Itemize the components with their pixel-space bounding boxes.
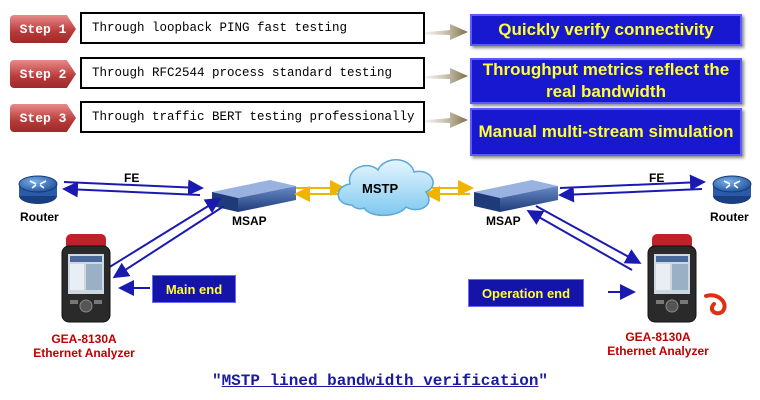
step-arrow-1 (405, 24, 468, 40)
fe-link-left (62, 179, 204, 198)
router-label-right: Router (710, 210, 749, 224)
step-arrow-3 (405, 112, 468, 128)
msap-label-left: MSAP (232, 214, 267, 228)
main-end-label: Main end (152, 275, 236, 303)
analyzer-right-label: GEA-8130A Ethernet Analyzer (600, 330, 716, 358)
benefit-box-2: Throughput metrics reflect the real band… (470, 58, 742, 104)
diagram-caption: "MSTP lined bandwidth verification" (0, 372, 760, 390)
router-label-left: Router (20, 210, 59, 224)
router-left-icon (18, 175, 58, 204)
operation-end-label: Operation end (468, 279, 584, 307)
analyzer-right-model: GEA-8130A (625, 330, 691, 344)
mstp-cloud-label: MSTP (362, 181, 399, 196)
analyzer-left-type: Ethernet Analyzer (33, 346, 135, 360)
analyzer-link-left (107, 197, 225, 279)
msap-right-device (474, 180, 558, 212)
step-badge-3: Step 3 (10, 104, 76, 132)
fe-label-left: FE (124, 171, 140, 185)
step-text-1: Through loopback PING fast testing (80, 12, 425, 44)
step-arrow-2 (405, 68, 468, 84)
analyzer-left-model: GEA-8130A (51, 332, 117, 346)
step-text-3: Through traffic BERT testing professiona… (80, 101, 425, 133)
loopback-curl-icon (704, 293, 727, 316)
msap-label-right: MSAP (486, 214, 521, 228)
benefit-box-1: Quickly verify connectivity (470, 14, 742, 46)
fe-label-right: FE (649, 171, 665, 185)
mstp-cloud-icon (337, 159, 434, 217)
fe-link-right (558, 174, 706, 203)
router-right-icon (712, 175, 752, 204)
caption-title: MSTP lined bandwidth verification (221, 372, 539, 390)
msap-left-device (212, 180, 296, 212)
step-badge-2: Step 2 (10, 60, 76, 88)
mstp-link-left (294, 180, 346, 202)
analyzer-right-type: Ethernet Analyzer (607, 344, 709, 358)
step-text-2: Through RFC2544 process standard testing (80, 57, 425, 89)
caption-close-quote: " (538, 372, 549, 390)
analyzer-left-label: GEA-8130A Ethernet Analyzer (28, 332, 140, 360)
mstp-link-right (424, 180, 474, 202)
analyzer-right-device (647, 234, 697, 323)
analyzer-left-device (61, 234, 111, 323)
caption-open-quote: " (211, 372, 222, 390)
analyzer-link-right (526, 205, 642, 271)
step-badge-1: Step 1 (10, 15, 76, 43)
benefit-box-3: Manual multi-stream simulation (470, 108, 742, 156)
